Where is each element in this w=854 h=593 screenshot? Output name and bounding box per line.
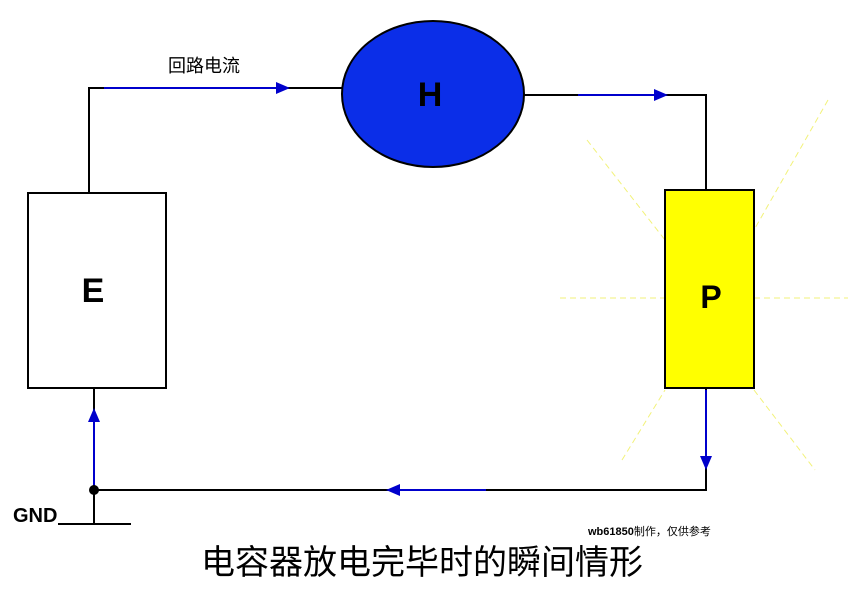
caption: 电容器放电完毕时的瞬间情形	[201, 543, 643, 583]
ground-label: GND	[13, 505, 57, 527]
credit-note: wb61850制作，仅供参考	[587, 524, 711, 538]
credit-id: wb61850	[587, 526, 634, 538]
source-label: E	[82, 272, 105, 310]
current-arrow-down-head	[700, 456, 712, 470]
heater-ellipse	[341, 20, 525, 168]
current-arrow-bottom-head	[386, 484, 400, 496]
heater-label: H	[418, 76, 443, 114]
ground-junction-dot	[89, 485, 99, 495]
credit-suffix: 制作，仅供参考	[634, 524, 711, 538]
load-glow-rays	[560, 99, 848, 471]
current-label: 回路电流	[168, 56, 240, 77]
glow-ray	[586, 139, 666, 241]
current-arrow-top-head	[276, 82, 290, 94]
source-box	[27, 192, 167, 389]
glow-ray	[753, 99, 829, 231]
current-arrow-up-head	[88, 408, 100, 422]
wire-p-to-gnd	[94, 388, 707, 491]
load-label: P	[700, 279, 721, 315]
load-box	[664, 189, 755, 389]
glow-ray	[621, 389, 666, 461]
current-arrows	[88, 82, 712, 496]
wire-e-to-h	[88, 87, 344, 193]
current-arrow-right-head	[654, 89, 668, 101]
glow-ray	[753, 389, 816, 471]
